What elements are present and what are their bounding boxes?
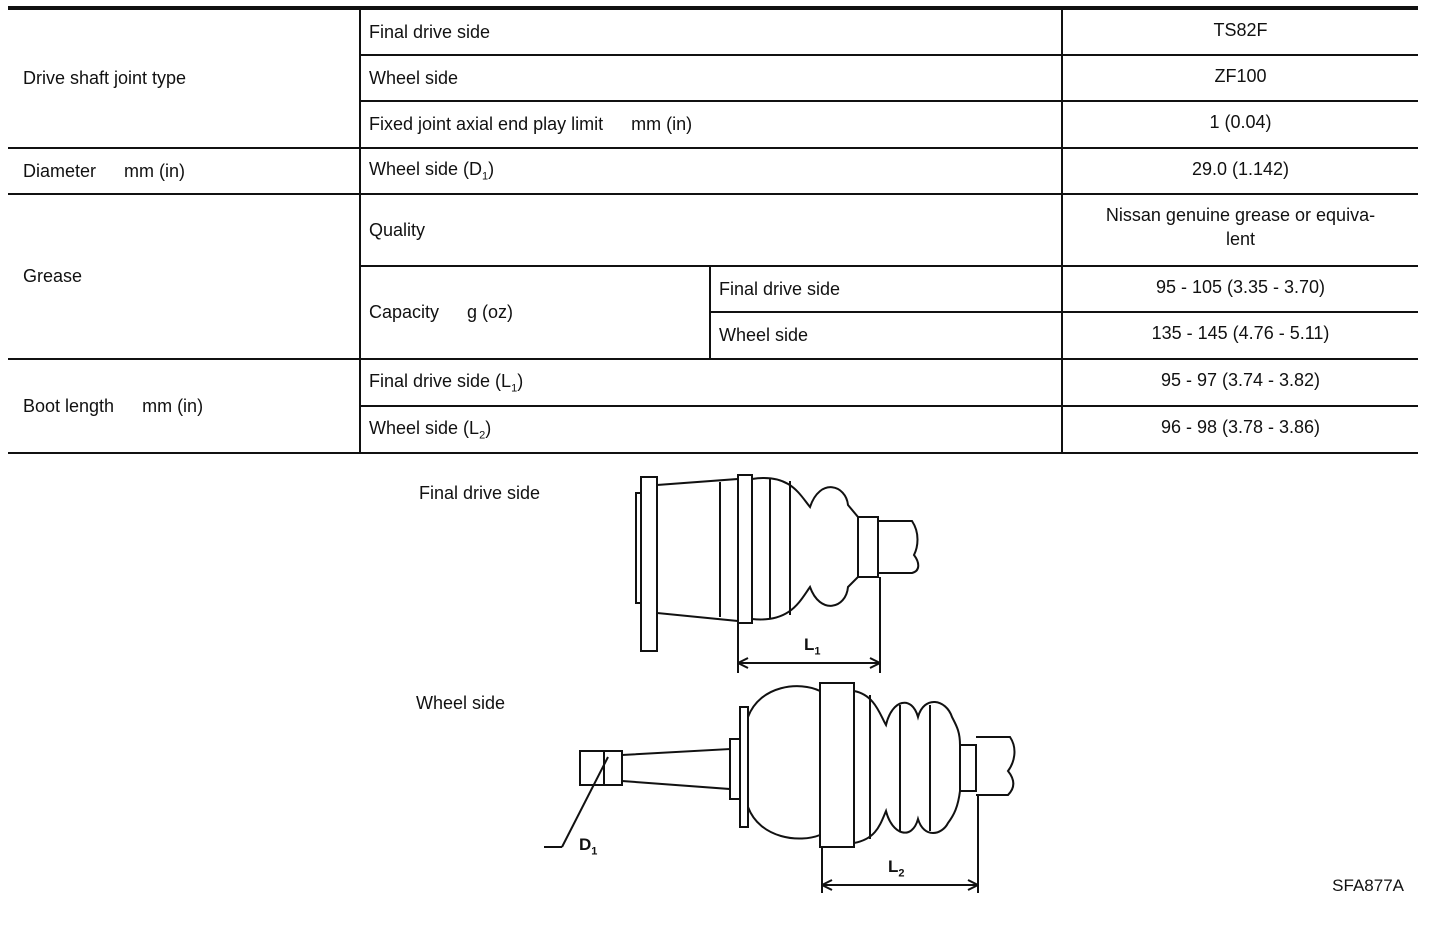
grease-quality-label: Quality [360, 194, 1063, 267]
joint-final-drive-value: TS82F [1062, 6, 1418, 56]
capacity-wheel-value: 135 - 145 (4.76 - 5.11) [1062, 312, 1418, 360]
wheel-joint-drawing [544, 682, 1016, 893]
dimension-l2-label: L2 [888, 857, 905, 880]
end-play-value: 1 (0.04) [1062, 101, 1418, 149]
joint-wheel-label: Wheel side [360, 55, 1063, 102]
wheel-side-caption: Wheel side [416, 693, 506, 713]
boot-wheel-value: 96 - 98 (3.78 - 3.86) [1062, 406, 1418, 454]
joint-type-label: Drive shaft joint type [8, 6, 361, 149]
diameter-value: 29.0 (1.142) [1062, 148, 1418, 195]
capacity-wheel-label: Wheel side [710, 312, 1063, 360]
capacity-final-drive-label: Final drive side [710, 266, 1063, 313]
boot-final-drive-label: Final drive side (L1) [360, 359, 1063, 407]
boot-final-drive-value: 95 - 97 (3.74 - 3.82) [1062, 359, 1418, 407]
figure-code: SFA877A [1332, 876, 1404, 895]
end-play-unit: mm (in) [631, 114, 693, 134]
boot-length-unit: mm (in) [142, 395, 204, 416]
diameter-unit: mm (in) [124, 160, 186, 181]
shaft-illustration [544, 474, 1016, 893]
boot-wheel-label: Wheel side (L2) [360, 406, 1063, 454]
capacity-final-drive-value: 95 - 105 (3.35 - 3.70) [1062, 266, 1418, 313]
joint-wheel-value: ZF100 [1062, 55, 1418, 102]
diameter-item: Wheel side (D1) [360, 148, 1063, 195]
grease-label: Grease [8, 194, 361, 360]
final-drive-side-caption: Final drive side [419, 483, 541, 503]
grease-capacity-unit: g (oz) [467, 302, 514, 322]
dimension-d1-label: D1 [579, 835, 598, 858]
drive-shaft-diagram: Final drive side Wheel side [0, 455, 1456, 936]
grease-quality-value: Nissan genuine grease or equiva- lent [1062, 194, 1418, 267]
final-drive-joint-drawing [635, 474, 920, 673]
dimension-l1-label: L1 [804, 635, 821, 658]
joint-final-drive-label: Final drive side [360, 6, 1063, 56]
spec-table: Drive shaft joint type Final drive side … [8, 6, 1418, 454]
